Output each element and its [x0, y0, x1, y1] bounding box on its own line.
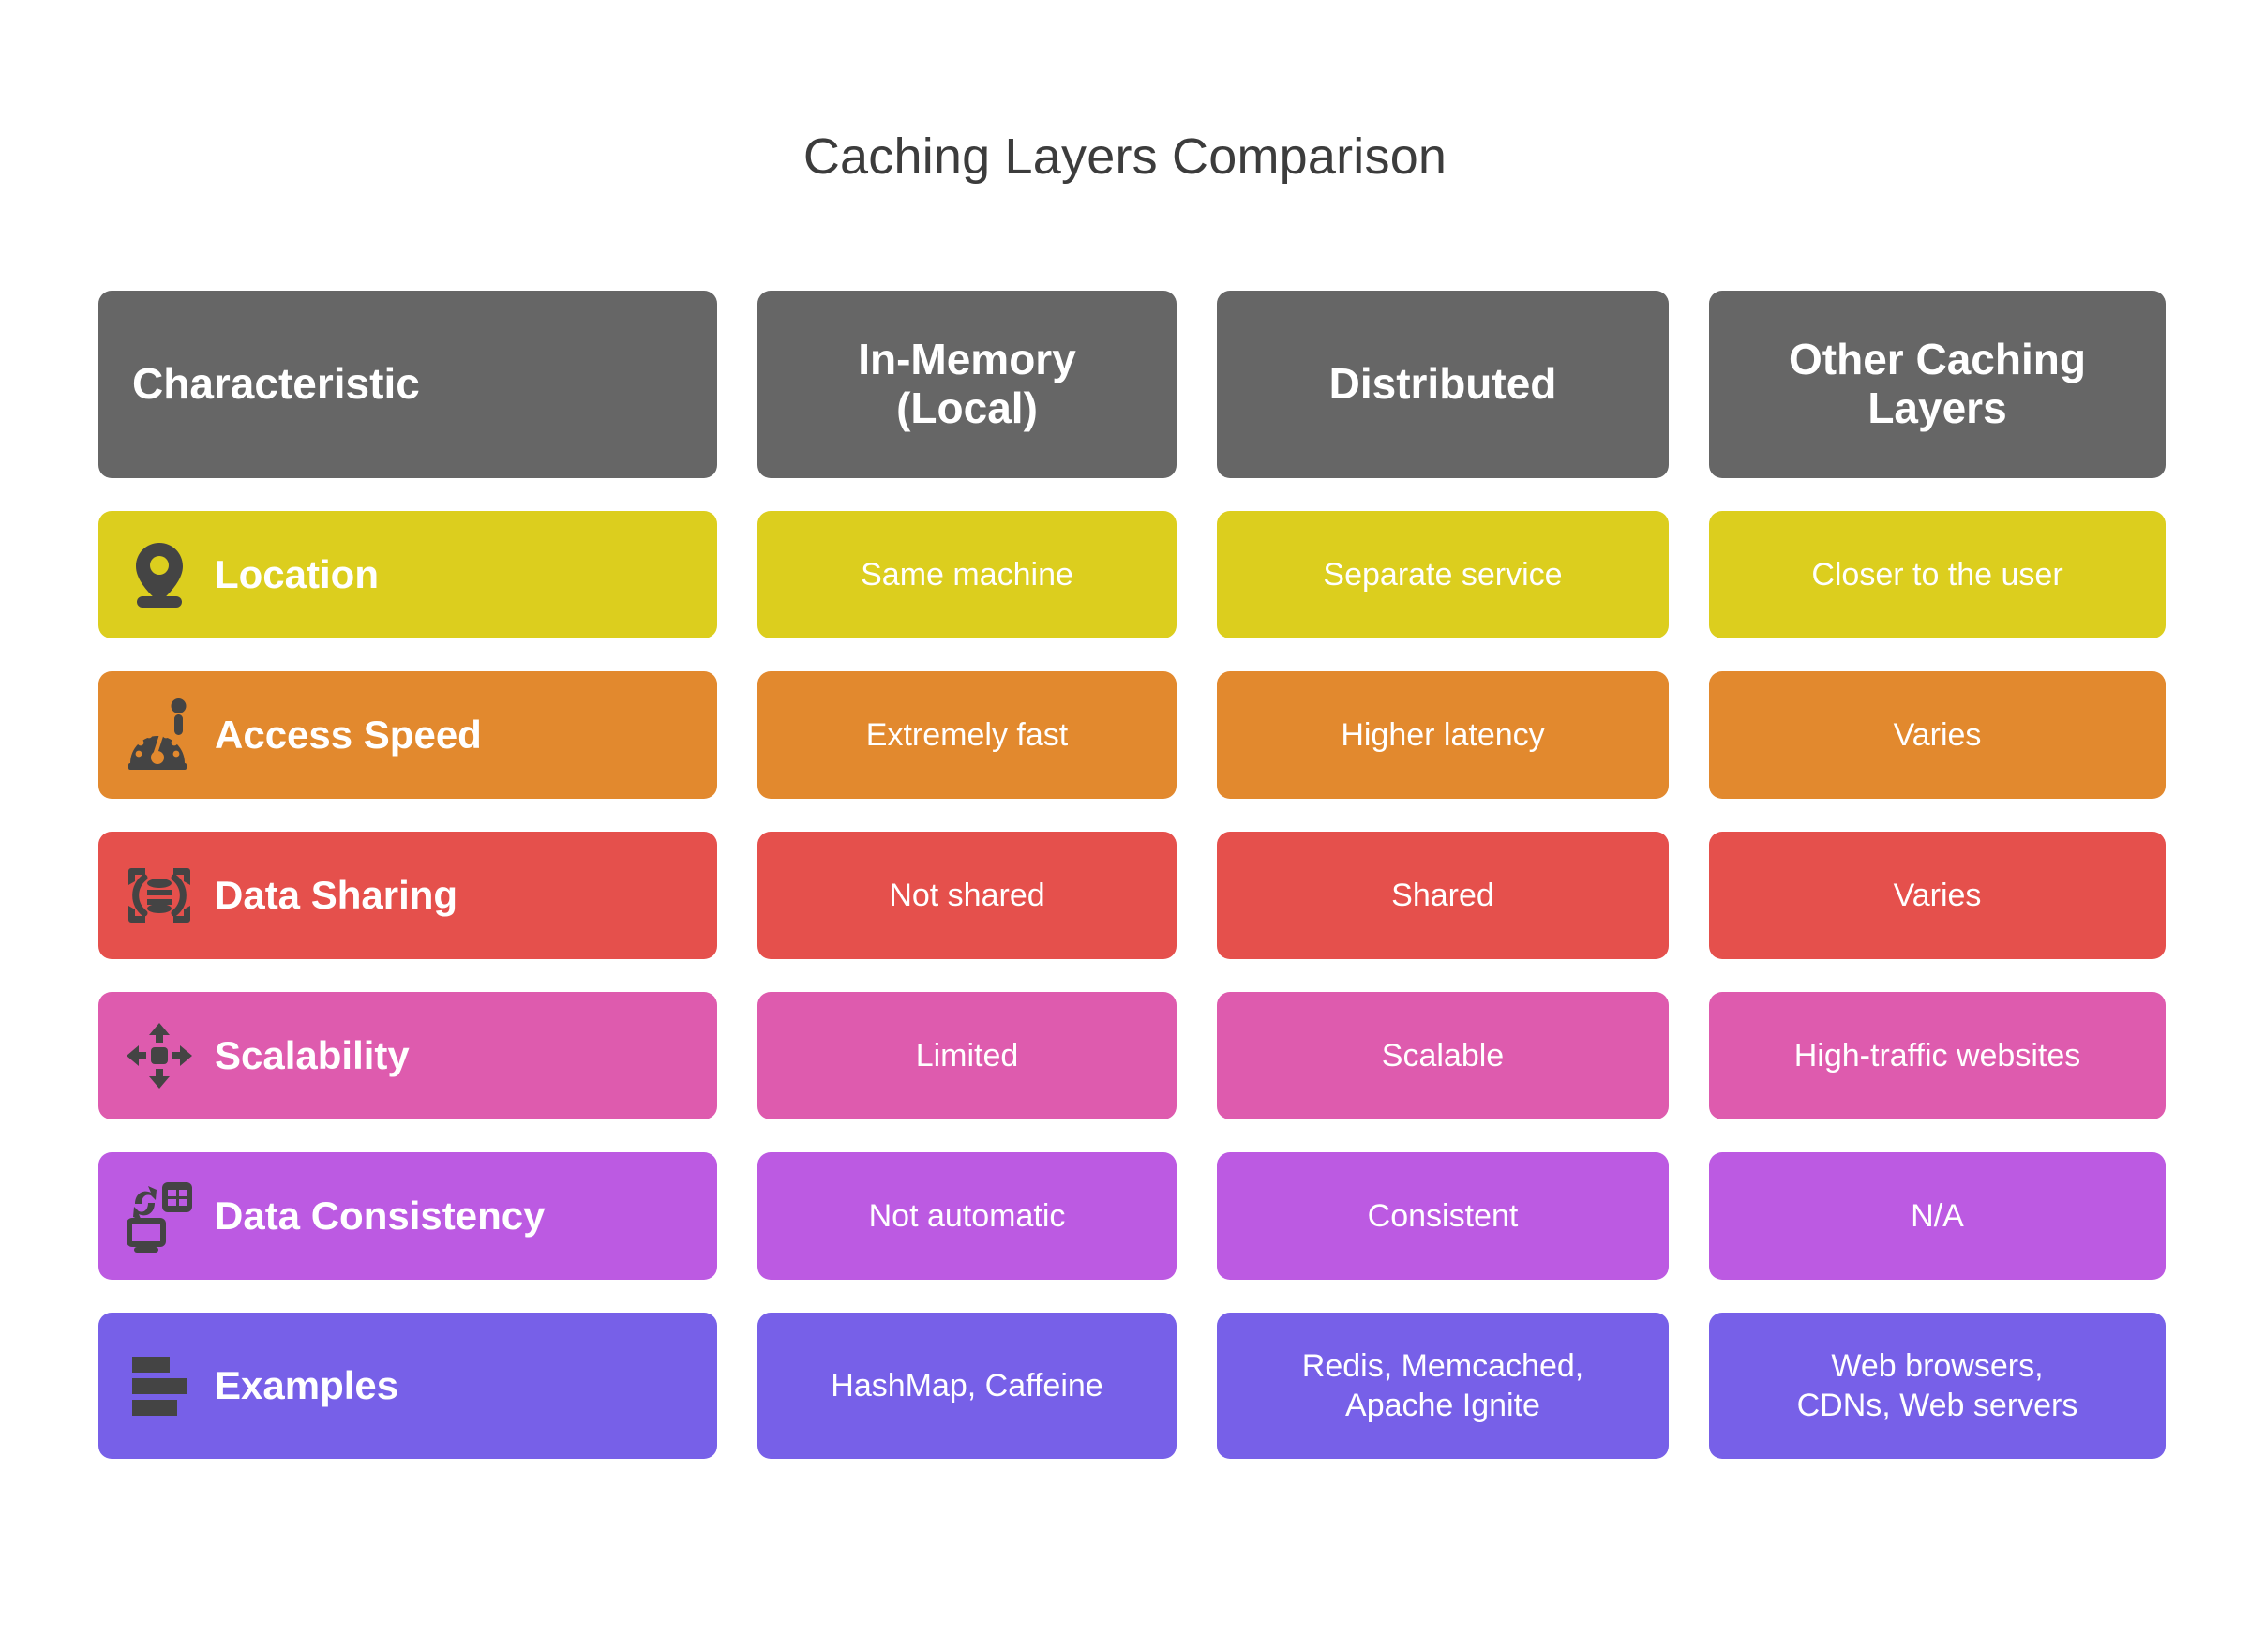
table-cell-data-consistency-distributed: Consistent — [1217, 1152, 1669, 1280]
cell-text: Scalable — [1381, 1037, 1505, 1074]
table-cell-location-distributed: Separate service — [1217, 511, 1669, 638]
monitor-sync-table-icon — [123, 1175, 196, 1257]
list-bars-icon — [123, 1344, 196, 1427]
page-title: Caching Layers Comparison — [802, 128, 1448, 185]
header-line-1: Other Caching — [1789, 335, 2086, 384]
column-header-label: Distributed — [1328, 359, 1557, 409]
table-cell-data-sharing-in-memory: Not shared — [758, 832, 1177, 959]
row-label-text: Examples — [215, 1363, 399, 1407]
table-row-label-scalability: Scalability — [98, 992, 717, 1119]
speedometer-icon — [123, 694, 196, 776]
table-cell-access-speed-in-memory: Extremely fast — [758, 671, 1177, 799]
column-header-label: Characteristic — [132, 359, 420, 409]
cell-text: High-traffic websites — [1793, 1037, 2081, 1074]
column-header-other-caching-layers: Other Caching Layers — [1709, 291, 2166, 478]
cell-text: Shared — [1391, 877, 1494, 913]
header-line-1: In-Memory — [858, 335, 1076, 384]
table-cell-examples-in-memory: HashMap, Caffeine — [758, 1313, 1177, 1459]
cell-text: Varies — [1893, 877, 1982, 913]
row-label-text: Location — [215, 552, 379, 596]
row-label-text: Data Sharing — [215, 873, 458, 917]
row-label-text: Data Consistency — [215, 1194, 546, 1238]
column-header-distributed: Distributed — [1217, 291, 1669, 478]
cell-text: Same machine — [861, 556, 1073, 593]
cell-line-2: CDNs, Web servers — [1796, 1388, 2078, 1423]
table-cell-scalability-other: High-traffic websites — [1709, 992, 2166, 1119]
cell-text: Redis, Memcached, Apache Ignite — [1302, 1346, 1583, 1425]
table-cell-examples-distributed: Redis, Memcached, Apache Ignite — [1217, 1313, 1669, 1459]
table-cell-examples-other: Web browsers, CDNs, Web servers — [1709, 1313, 2166, 1459]
table-cell-data-sharing-other: Varies — [1709, 832, 2166, 959]
database-share-icon — [123, 854, 196, 937]
cell-text: Varies — [1893, 716, 1982, 753]
cell-text: HashMap, Caffeine — [831, 1367, 1103, 1404]
table-row-label-examples: Examples — [98, 1313, 717, 1459]
cell-line-2: Apache Ignite — [1345, 1388, 1540, 1423]
cell-text: Not shared — [889, 877, 1045, 913]
comparison-grid: Characteristic In-Memory (Local) Distrib… — [98, 291, 2166, 1459]
cell-text: Higher latency — [1341, 716, 1545, 753]
header-line-2: (Local) — [896, 383, 1038, 432]
column-header-in-memory: In-Memory (Local) — [758, 291, 1177, 478]
table-cell-scalability-in-memory: Limited — [758, 992, 1177, 1119]
table-cell-access-speed-distributed: Higher latency — [1217, 671, 1669, 799]
cell-text: N/A — [1911, 1197, 1964, 1234]
table-cell-access-speed-other: Varies — [1709, 671, 2166, 799]
cell-text: Closer to the user — [1811, 556, 2063, 593]
cell-text: Separate service — [1323, 556, 1563, 593]
cell-text: Not automatic — [868, 1197, 1066, 1234]
row-label-text: Scalability — [215, 1033, 410, 1077]
table-cell-data-sharing-distributed: Shared — [1217, 832, 1669, 959]
cell-text: Web browsers, CDNs, Web servers — [1797, 1346, 2078, 1425]
table-row-label-data-sharing: Data Sharing — [98, 832, 717, 959]
scale-arrows-icon — [123, 1014, 196, 1097]
table-cell-scalability-distributed: Scalable — [1217, 992, 1669, 1119]
cell-text: Extremely fast — [865, 716, 1069, 753]
cell-text: Limited — [915, 1037, 1019, 1074]
table-cell-location-in-memory: Same machine — [758, 511, 1177, 638]
cell-text: Consistent — [1367, 1197, 1519, 1234]
table-cell-data-consistency-in-memory: Not automatic — [758, 1152, 1177, 1280]
table-row-label-data-consistency: Data Consistency — [98, 1152, 717, 1280]
cell-line-1: Redis, Memcached, — [1301, 1347, 1584, 1384]
table-cell-data-consistency-other: N/A — [1709, 1152, 2166, 1280]
table-row-label-location: Location — [98, 511, 717, 638]
column-header-label: Other Caching Layers — [1789, 336, 2086, 432]
row-label-text: Access Speed — [215, 713, 482, 757]
map-pin-icon — [123, 533, 196, 616]
header-line-2: Layers — [1868, 383, 2007, 432]
column-header-characteristic: Characteristic — [98, 291, 717, 478]
column-header-label: In-Memory (Local) — [858, 336, 1076, 432]
cell-line-1: Web browsers, — [1831, 1347, 2044, 1384]
table-row-label-access-speed: Access Speed — [98, 671, 717, 799]
table-cell-location-other: Closer to the user — [1709, 511, 2166, 638]
